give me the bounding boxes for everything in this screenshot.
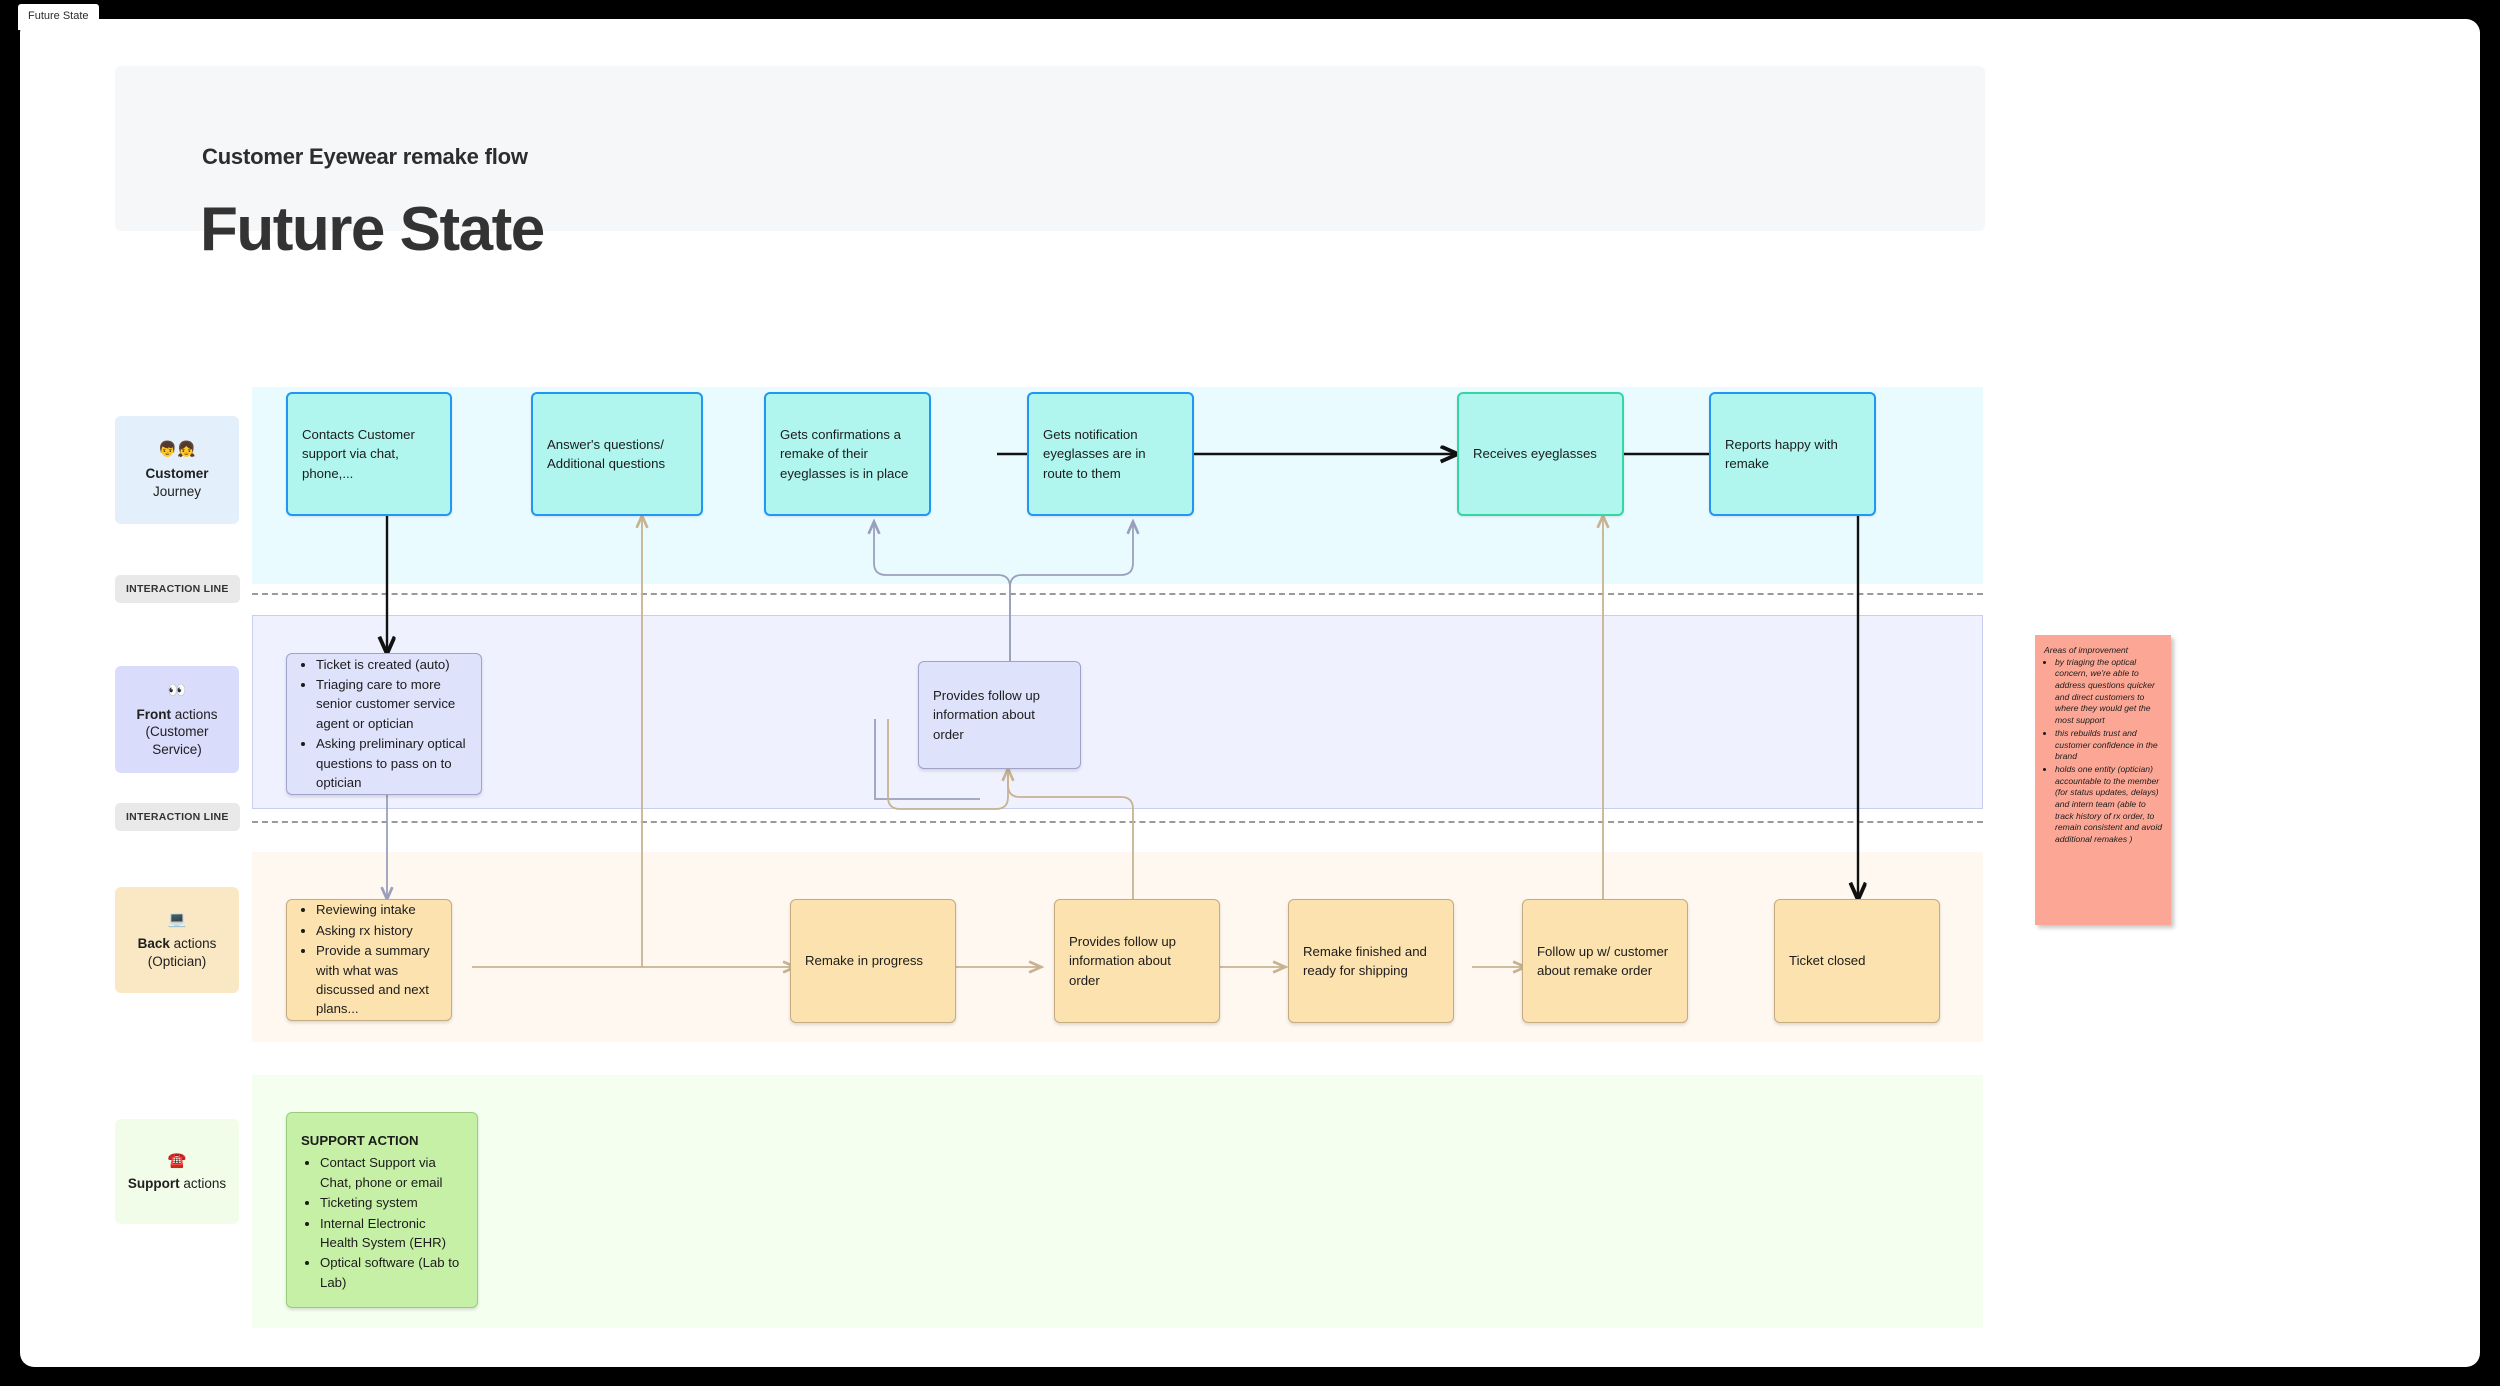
lane-label-support-line1: Support actions [127,1176,227,1192]
customer-node-3[interactable]: Gets confirmations a remake of their eye… [764,392,931,516]
sticky-note-list: by triaging the optical concern, we're a… [2044,657,2162,846]
back-node-5[interactable]: Follow up w/ customer about remake order [1522,899,1688,1023]
list-item: Internal Electronic Health System (EHR) [320,1214,461,1253]
support-node-1[interactable]: SUPPORT ACTION Contact Support via Chat,… [286,1112,478,1308]
eyes-emoji-icon: 👀 [167,682,187,700]
back-node-2[interactable]: Remake in progress [790,899,956,1023]
lane-label-front-line2: (Customer [145,724,209,740]
customer-node-6[interactable]: Reports happy with remake [1709,392,1876,516]
lane-label-front[interactable]: 👀 Front actions (Customer Service) [115,666,239,773]
title-banner [115,66,1985,231]
interaction-line-dash-2 [252,821,1983,823]
list-item: holds one entity (optician) accountable … [2055,764,2162,846]
list-item: Provide a summary with what was discusse… [316,941,437,1019]
lane-label-back[interactable]: 💻 Back actions (Optician) [115,887,239,993]
back-node-1-list: Reviewing intake Asking rx history Provi… [301,900,437,1019]
lane-label-back-line1: Back actions [137,935,217,951]
interaction-line-chip-1: INTERACTION LINE [115,575,240,603]
customer-node-4[interactable]: Gets notification eyeglasses are in rout… [1027,392,1194,516]
list-item: Reviewing intake [316,900,437,919]
sticky-note-areas-of-improvement[interactable]: Areas of improvement by triaging the opt… [2035,635,2171,925]
support-node-title: SUPPORT ACTION [301,1133,419,1148]
list-item: Optical software (Lab to Lab) [320,1253,461,1292]
telephone-emoji-icon: ☎️ [167,1151,187,1169]
list-item: Asking rx history [316,921,437,940]
back-node-4[interactable]: Remake finished and ready for shipping [1288,899,1454,1023]
page-title: Future State [200,195,545,264]
lane-label-front-line3: Service) [152,742,202,758]
list-item: Contact Support via Chat, phone or email [320,1153,461,1192]
back-node-1[interactable]: Reviewing intake Asking rx history Provi… [286,899,452,1021]
lane-label-customer-line2: Journey [152,483,202,499]
family-emoji-icon: 👦👧 [158,441,196,459]
back-node-6[interactable]: Ticket closed [1774,899,1940,1023]
interaction-line-dash-1 [252,593,1983,595]
support-node-list: Contact Support via Chat, phone or email… [301,1153,461,1292]
swimlane-band-front [252,615,1983,809]
lane-label-support[interactable]: ☎️ Support actions [115,1119,239,1224]
list-item: this rebuilds trust and customer confide… [2055,728,2162,763]
front-node-1[interactable]: Ticket is created (auto) Triaging care t… [286,653,482,795]
customer-node-5[interactable]: Receives eyeglasses [1457,392,1624,516]
front-node-1-list: Ticket is created (auto) Triaging care t… [301,655,467,794]
lane-label-customer-line1: Customer [145,465,209,481]
customer-node-1[interactable]: Contacts Customer support via chat, phon… [286,392,452,516]
lane-label-customer[interactable]: 👦👧 Customer Journey [115,416,239,524]
lane-label-back-line2: (Optician) [147,953,207,969]
sticky-note-title: Areas of improvement [2044,645,2129,655]
board-canvas: Customer Eyewear remake flow Future Stat… [20,19,2480,1367]
front-node-2[interactable]: Provides follow up information about ord… [918,661,1081,769]
back-node-3[interactable]: Provides follow up information about ord… [1054,899,1220,1023]
list-item: by triaging the optical concern, we're a… [2055,657,2162,727]
list-item: Asking preliminary optical questions to … [316,734,467,792]
list-item: Ticketing system [320,1193,461,1212]
page-kicker: Customer Eyewear remake flow [202,144,528,169]
list-item: Triaging care to more senior customer se… [316,675,467,733]
customer-node-2[interactable]: Answer's questions/ Additional questions [531,392,703,516]
interaction-line-chip-2: INTERACTION LINE [115,803,240,831]
list-item: Ticket is created (auto) [316,655,467,674]
swimlane-band-support [252,1075,1983,1328]
laptop-emoji-icon: 💻 [167,911,187,929]
lane-label-front-line1: Front actions [136,706,218,722]
